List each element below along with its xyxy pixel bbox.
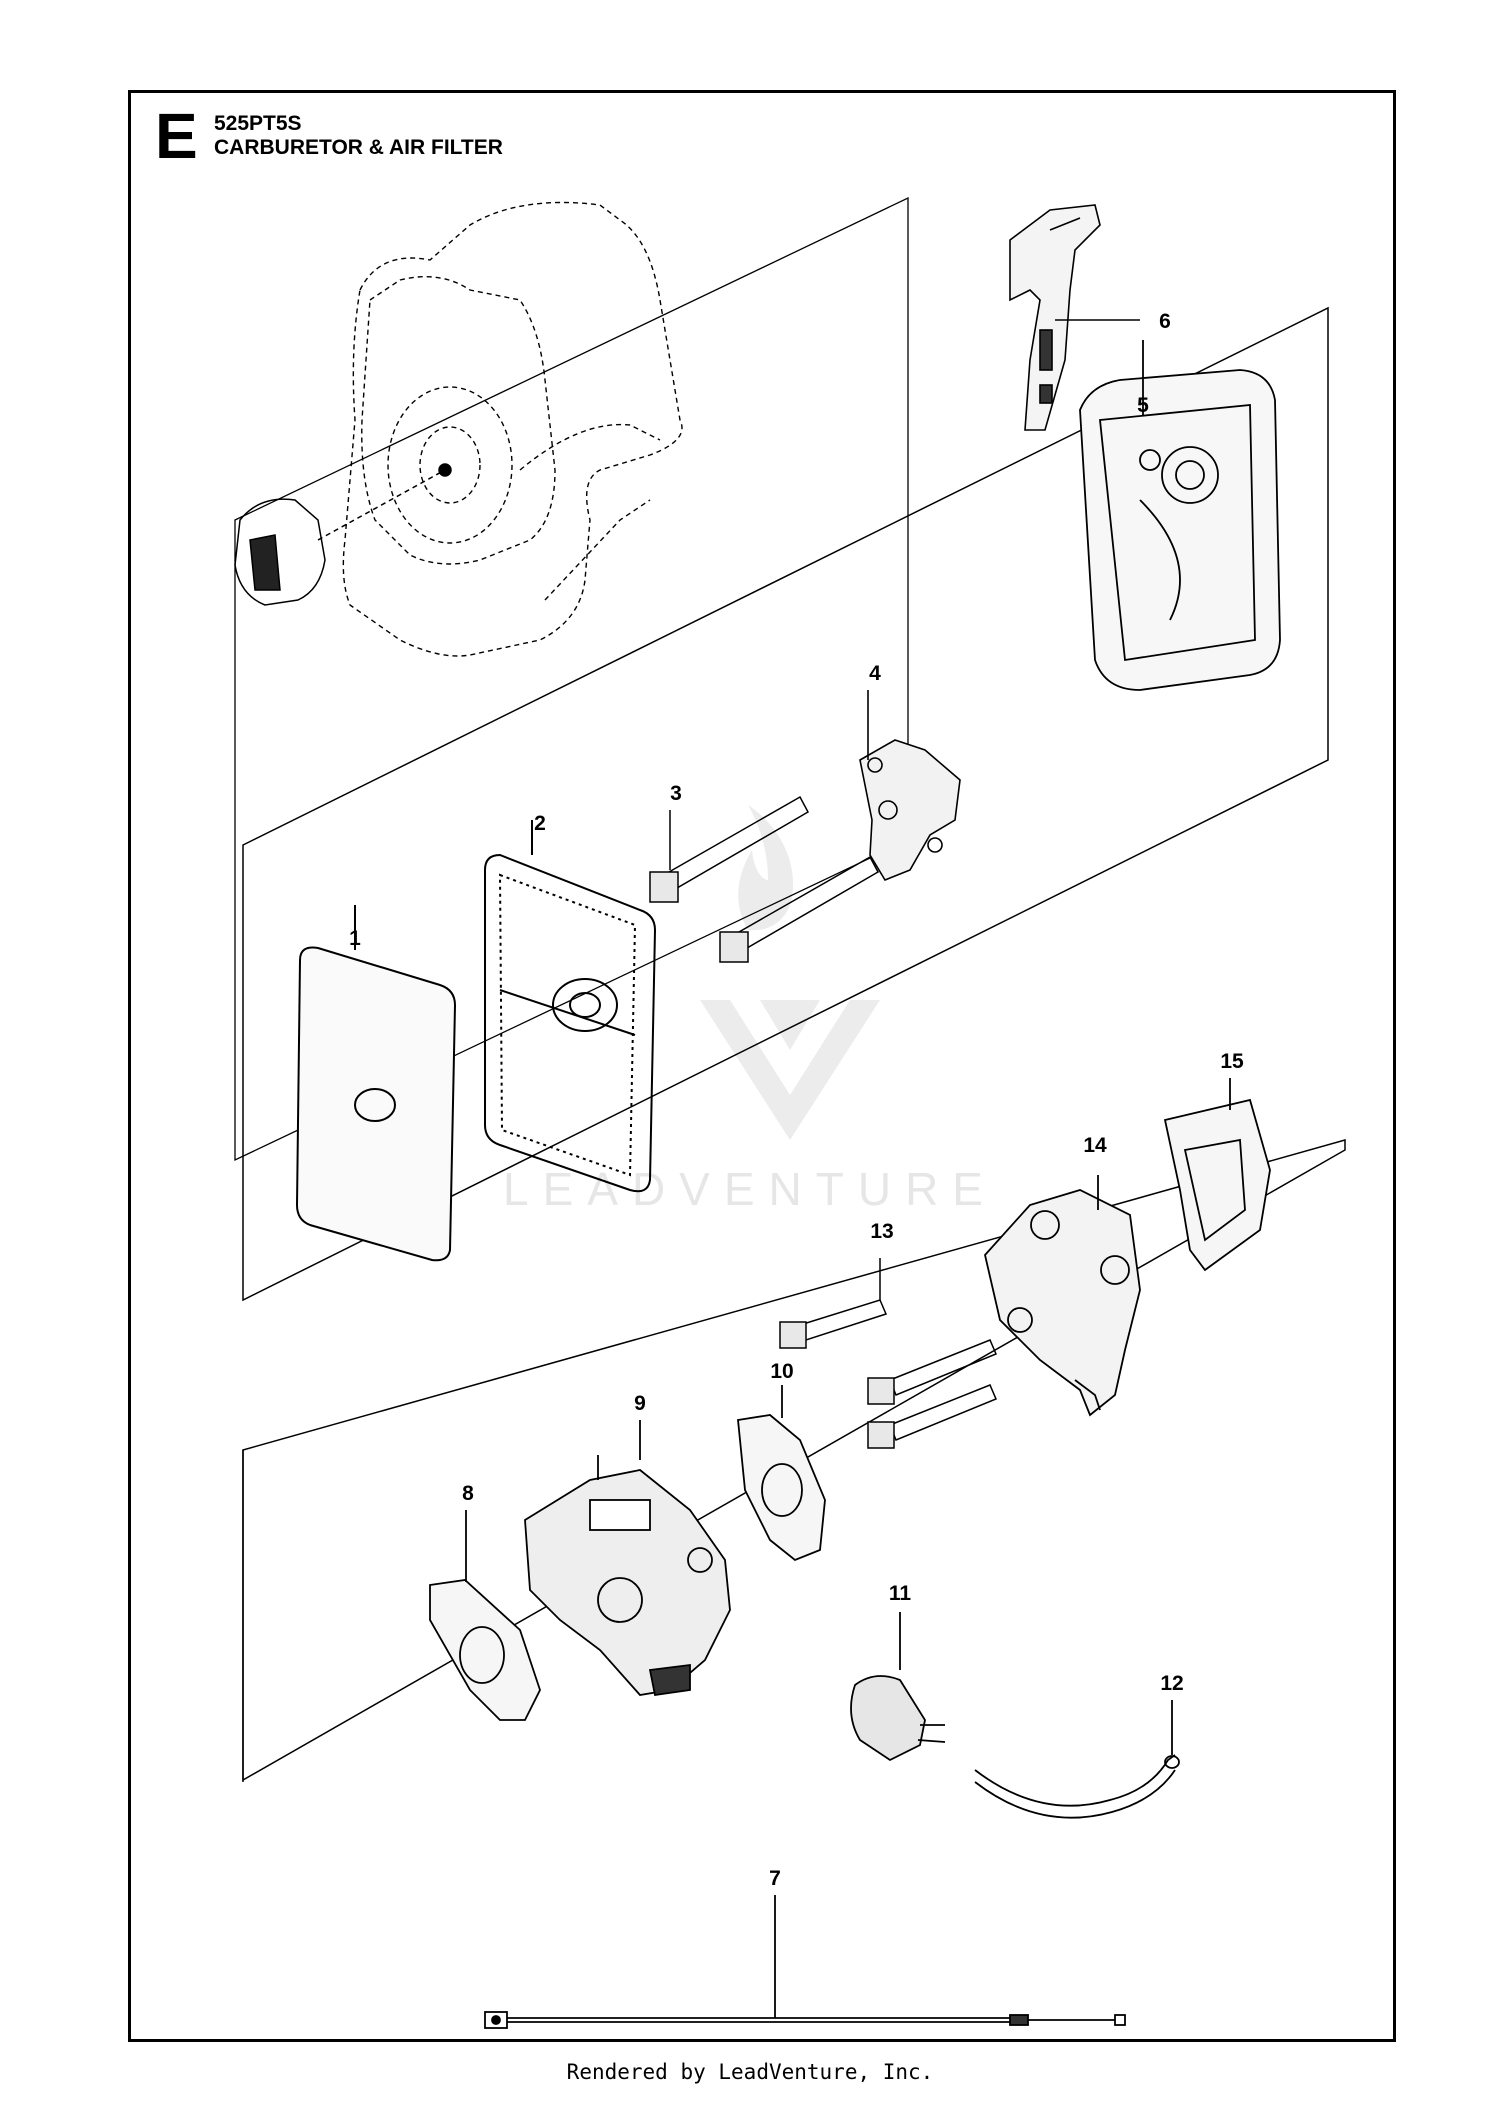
part-15-gasket	[1163, 1078, 1271, 1272]
callout-8: 8	[462, 1482, 474, 1505]
callout-6: 6	[1159, 310, 1171, 333]
callout-3: 3	[670, 782, 682, 805]
watermark-text: LEADVENTURE	[503, 1163, 997, 1215]
part-3-bolts	[649, 795, 880, 963]
callout-9: 9	[634, 1392, 646, 1415]
part-6-bracket	[1009, 204, 1140, 431]
cover-knob	[234, 463, 452, 606]
part-9-carburetor	[524, 1420, 731, 1697]
callout-11: 11	[889, 1582, 912, 1605]
part-7-cable	[484, 1895, 1126, 2029]
callout-13: 13	[870, 1220, 893, 1243]
part-1-air-filter	[295, 905, 457, 1262]
diagram-frame	[128, 90, 1396, 2042]
callout-2: 2	[534, 812, 546, 835]
section-title: CARBURETOR & AIR FILTER	[214, 136, 503, 159]
model-number: 525PT5S	[214, 112, 302, 135]
part-12-fuel-hose	[974, 1700, 1180, 1819]
render-credit: Rendered by LeadVenture, Inc.	[566, 2060, 934, 2084]
part-5-air-filter-housing	[1079, 340, 1281, 691]
callout-5: 5	[1137, 394, 1149, 417]
part-13-screws	[779, 1258, 997, 1449]
part-8-gasket	[429, 1510, 541, 1721]
callout-1: 1	[349, 927, 361, 950]
air-filter-cover	[342, 201, 683, 657]
callout-14: 14	[1083, 1134, 1107, 1157]
callout-15: 15	[1220, 1050, 1244, 1073]
part-10-gasket	[737, 1385, 826, 1562]
callout-12: 12	[1160, 1672, 1183, 1695]
watermark-logo	[700, 805, 880, 1140]
part-4-choke-plate	[859, 690, 961, 881]
part-2-filter-gasket	[484, 820, 657, 1193]
callout-7: 7	[769, 1867, 781, 1890]
callout-labels: 1 2 3 4 5 6 7 8 9 10 11 12 13 14 15	[349, 310, 1244, 1890]
part-11-primer-bulb	[850, 1612, 946, 1762]
callout-4: 4	[869, 662, 881, 685]
callout-10: 10	[770, 1360, 793, 1383]
part-14-intake-adapter	[984, 1175, 1141, 1417]
section-letter: E	[155, 100, 198, 172]
